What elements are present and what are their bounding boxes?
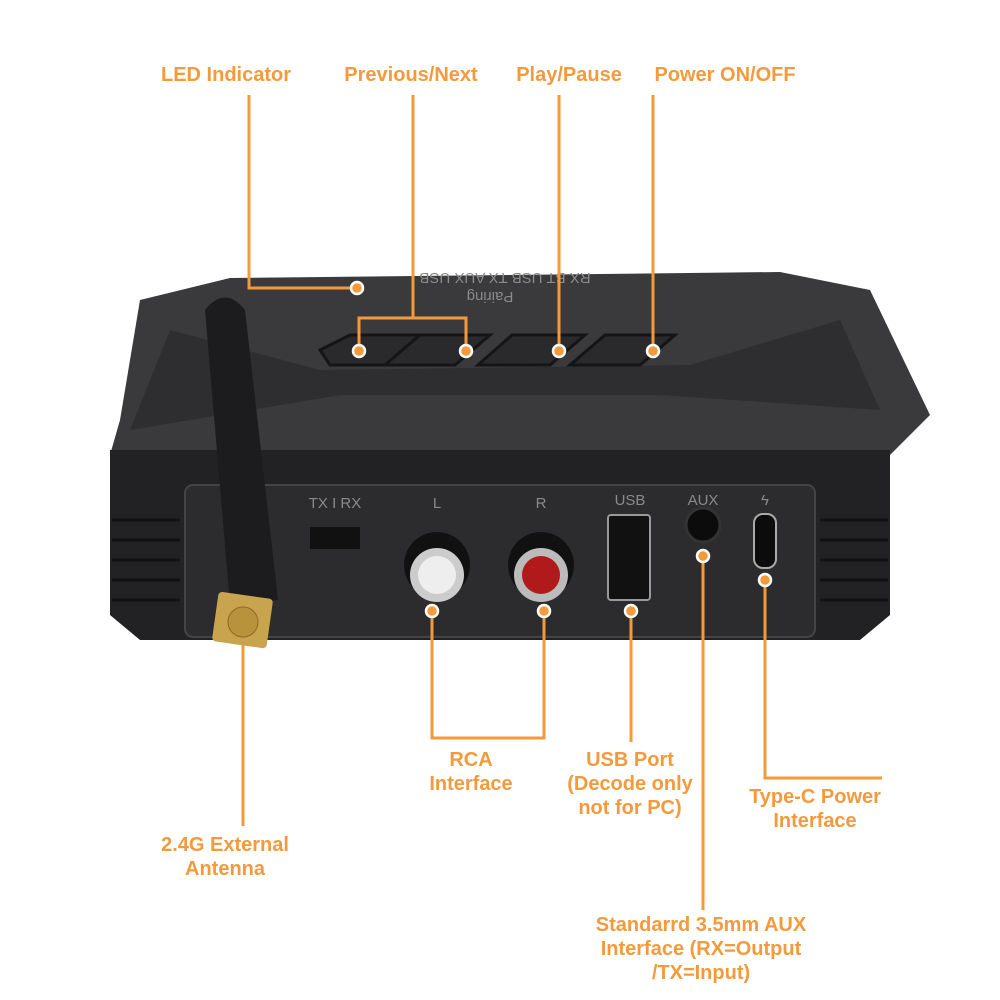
pairing-label: Pairing bbox=[467, 288, 514, 305]
callout-dots bbox=[349, 280, 773, 619]
callout-rca-line2: Interface bbox=[429, 773, 513, 795]
callout-antenna: 2.4G External Antenna bbox=[161, 833, 289, 881]
callout-led-indicator: LED Indicator bbox=[160, 64, 292, 86]
callout-typec: Type-C Power Interface bbox=[749, 785, 881, 833]
rca-left-label: L bbox=[433, 495, 441, 512]
callout-aux-line2: Interface (RX=Output bbox=[600, 938, 802, 960]
aux-port bbox=[684, 506, 722, 544]
antenna bbox=[205, 297, 278, 605]
callout-rca-line1: RCA bbox=[449, 749, 493, 771]
callout-aux-line3: /TX=Input) bbox=[651, 962, 751, 984]
rca-left-insert bbox=[418, 556, 456, 594]
callout-antenna-line1: 2.4G External bbox=[161, 834, 289, 856]
rca-right-insert bbox=[522, 556, 560, 594]
callout-lines bbox=[241, 95, 882, 910]
callout-usb-line3: not for PC) bbox=[578, 797, 682, 819]
front-panel bbox=[184, 484, 816, 638]
callout-previous-next: Previous/Next bbox=[344, 64, 478, 86]
aux-label: AUX bbox=[688, 492, 719, 509]
callout-typec-line2: Interface bbox=[773, 810, 857, 832]
callout-aux-line1: Standarrd 3.5mm AUX bbox=[595, 914, 807, 936]
power-symbol: ϟ bbox=[761, 492, 769, 509]
callout-usb-line1: USB Port bbox=[586, 749, 674, 771]
callout-aux: Standarrd 3.5mm AUX Interface (RX=Output… bbox=[596, 913, 806, 985]
typec-port bbox=[753, 513, 777, 569]
mode-labels: RX BT USB TX AUX USB bbox=[419, 269, 590, 286]
tx-rx-switch[interactable] bbox=[310, 527, 360, 549]
button-power bbox=[565, 333, 680, 367]
device-top-ridge bbox=[130, 320, 880, 430]
callout-typec-line1: Type-C Power bbox=[749, 786, 881, 808]
callout-rca: RCA Interface bbox=[429, 748, 512, 796]
usb-label: USB bbox=[615, 492, 646, 509]
callout-play-pause: Play/Pause bbox=[516, 64, 622, 86]
switch-label: TX I RX bbox=[309, 495, 362, 512]
vent-left bbox=[112, 518, 888, 602]
rca-right-label: R bbox=[536, 495, 547, 512]
callout-usb-line2: (Decode only bbox=[567, 773, 693, 795]
callout-antenna-line2: Antenna bbox=[185, 858, 265, 880]
callout-usb: USB Port (Decode only not for PC) bbox=[567, 748, 693, 820]
antenna-nut bbox=[227, 606, 259, 638]
usb-port bbox=[607, 514, 651, 601]
callout-power: Power ON/OFF bbox=[654, 64, 796, 86]
